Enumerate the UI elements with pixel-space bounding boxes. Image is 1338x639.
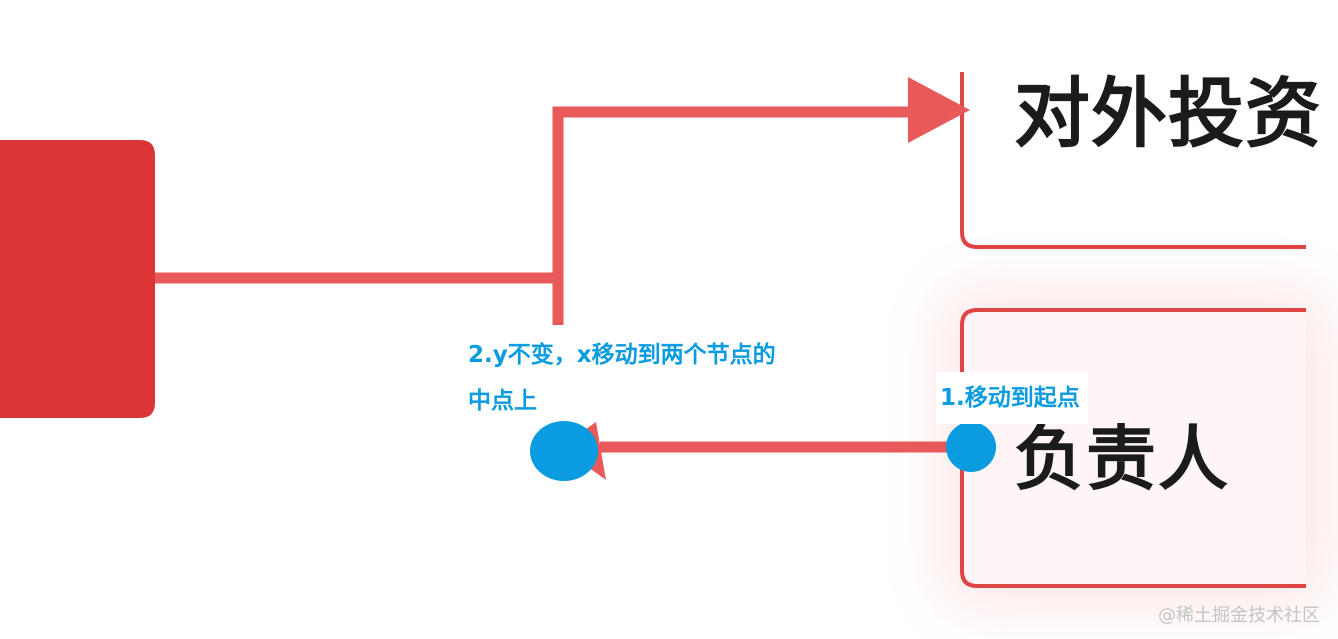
start-point-marker[interactable] [946, 422, 996, 472]
bottom-node-label: 负责人 [1014, 418, 1230, 500]
step-two-annotation: 2.y不变，x移动到两个节点的中点上 [468, 342, 776, 414]
midpoint-marker[interactable] [530, 421, 598, 481]
edge-to-top-node[interactable] [155, 106, 915, 284]
watermark: @稀土掘金技术社区 [1158, 605, 1320, 626]
top-node-label: 对外投资 [1014, 69, 1322, 158]
edge-top-arrowhead [908, 77, 970, 143]
step-one-annotation: 1.移动到起点 [936, 372, 1088, 424]
source-node[interactable] [0, 140, 155, 418]
target-node-top[interactable] [960, 72, 1306, 249]
